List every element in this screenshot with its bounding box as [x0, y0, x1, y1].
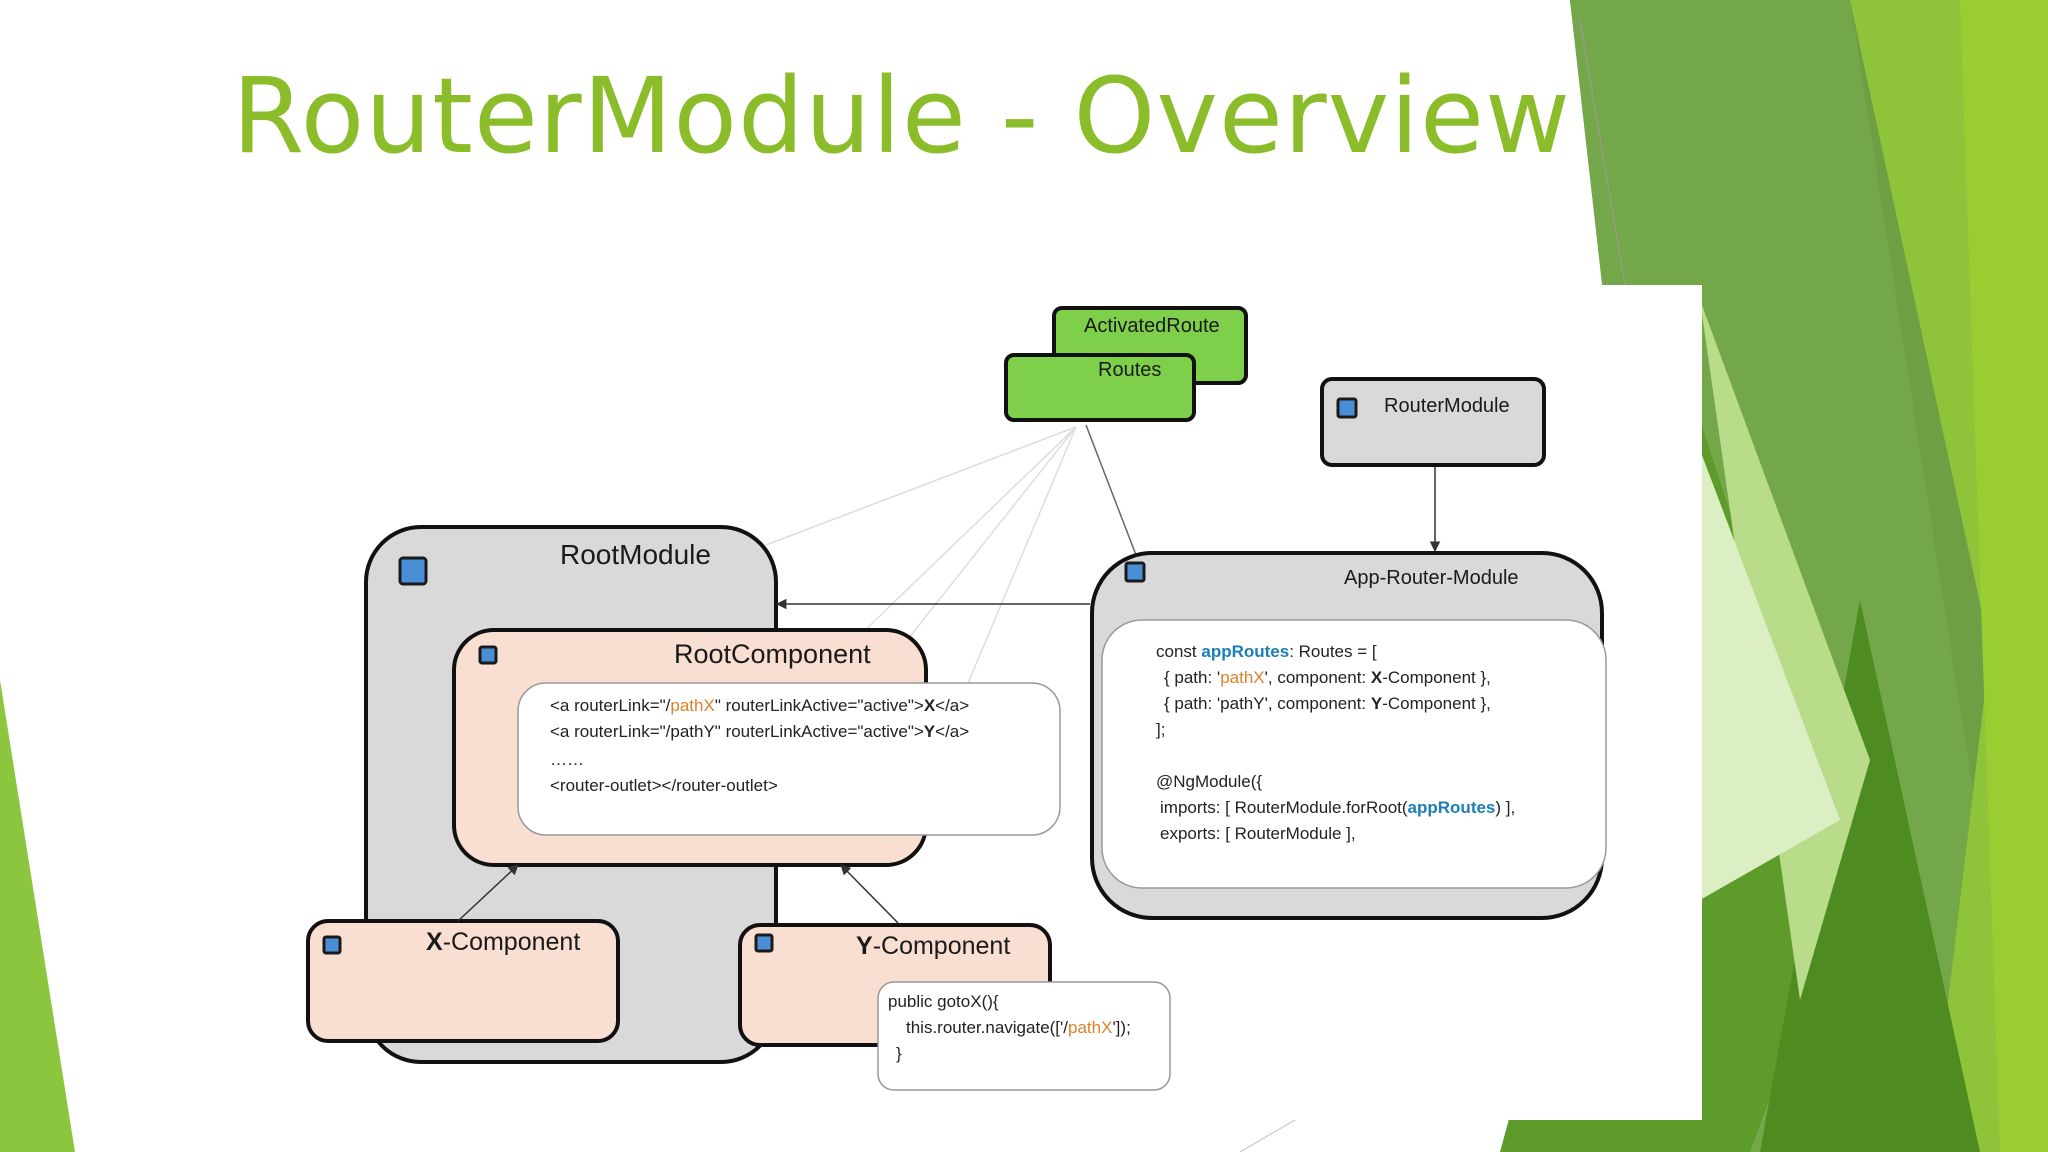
- app-router-module-label: App-Router-Module: [1344, 567, 1519, 589]
- app-router-module-icon: [1124, 561, 1146, 583]
- router-module-box: [1320, 377, 1546, 467]
- router-module-label: RouterModule: [1384, 395, 1510, 417]
- routes-box: [1004, 353, 1196, 422]
- x-component-label: X-Component: [426, 928, 580, 957]
- app-router-blank-line: [1156, 743, 1515, 769]
- root-template-line-1: <a routerLink="/pathX" routerLinkActive=…: [550, 696, 970, 715]
- y-component-prefix: Y: [856, 932, 873, 960]
- root-template-code: <a routerLink="/pathX" routerLinkActive=…: [550, 693, 969, 745]
- y-component-label: Y-Component: [856, 932, 1010, 961]
- activated-route-label: ActivatedRoute: [1084, 315, 1220, 337]
- root-component-icon: [478, 645, 498, 665]
- app-router-line-2: { path: 'pathX', component: X-Component …: [1164, 668, 1491, 687]
- y-code-line-1: public gotoX(){: [888, 992, 999, 1011]
- root-module-icon: [398, 556, 428, 586]
- app-router-line-1: const appRoutes: Routes = [: [1156, 642, 1377, 661]
- slide-title: RouterModule - Overview: [232, 55, 1572, 177]
- x-to-root-arrow: [457, 864, 519, 922]
- routes-label: Routes: [1098, 359, 1162, 381]
- y-code-box: [877, 981, 1171, 1091]
- diagram-panel: ActivatedRoute Routes RouterModule RootM…: [286, 285, 1702, 1120]
- y-component-code: public gotoX(){ this.router.navigate(['/…: [888, 989, 1131, 1067]
- app-router-line-5: @NgModule({: [1156, 772, 1263, 791]
- router-module-icon: [1336, 397, 1358, 419]
- router-diagram: [306, 306, 1607, 1091]
- x-component-prefix: X: [426, 928, 443, 956]
- root-template-outlet: <router-outlet></router-outlet>: [550, 776, 778, 795]
- x-component-icon: [322, 935, 342, 955]
- y-code-line-3: }: [896, 1044, 902, 1063]
- app-router-line-3: { path: 'pathY', component: Y-Component …: [1164, 694, 1491, 713]
- app-router-code-box: [1101, 619, 1607, 889]
- app-router-line-4: ];: [1156, 720, 1166, 739]
- app-router-line-6: imports: [ RouterModule.forRoot(appRoute…: [1160, 798, 1516, 817]
- y-component-icon: [754, 933, 774, 953]
- routes-connector: [1085, 424, 1137, 556]
- root-template-ellipsis: ……: [550, 750, 584, 769]
- app-router-code: const appRoutes: Routes = [ { path: 'pat…: [1156, 639, 1515, 847]
- y-component-suffix: -Component: [872, 932, 1011, 960]
- app-router-line-7: exports: [ RouterModule ],: [1160, 824, 1356, 843]
- x-component-suffix: -Component: [442, 928, 581, 956]
- root-module-label: RootModule: [560, 539, 711, 570]
- x-component-box: [306, 919, 620, 1043]
- root-template-line-2: <a routerLink="/pathY" routerLinkActive=…: [550, 722, 970, 741]
- root-component-label: RootComponent: [674, 639, 871, 669]
- y-to-root-arrow: [840, 864, 899, 924]
- root-template-box: [517, 682, 1061, 836]
- y-code-line-2: this.router.navigate(['/pathX']);: [906, 1018, 1131, 1037]
